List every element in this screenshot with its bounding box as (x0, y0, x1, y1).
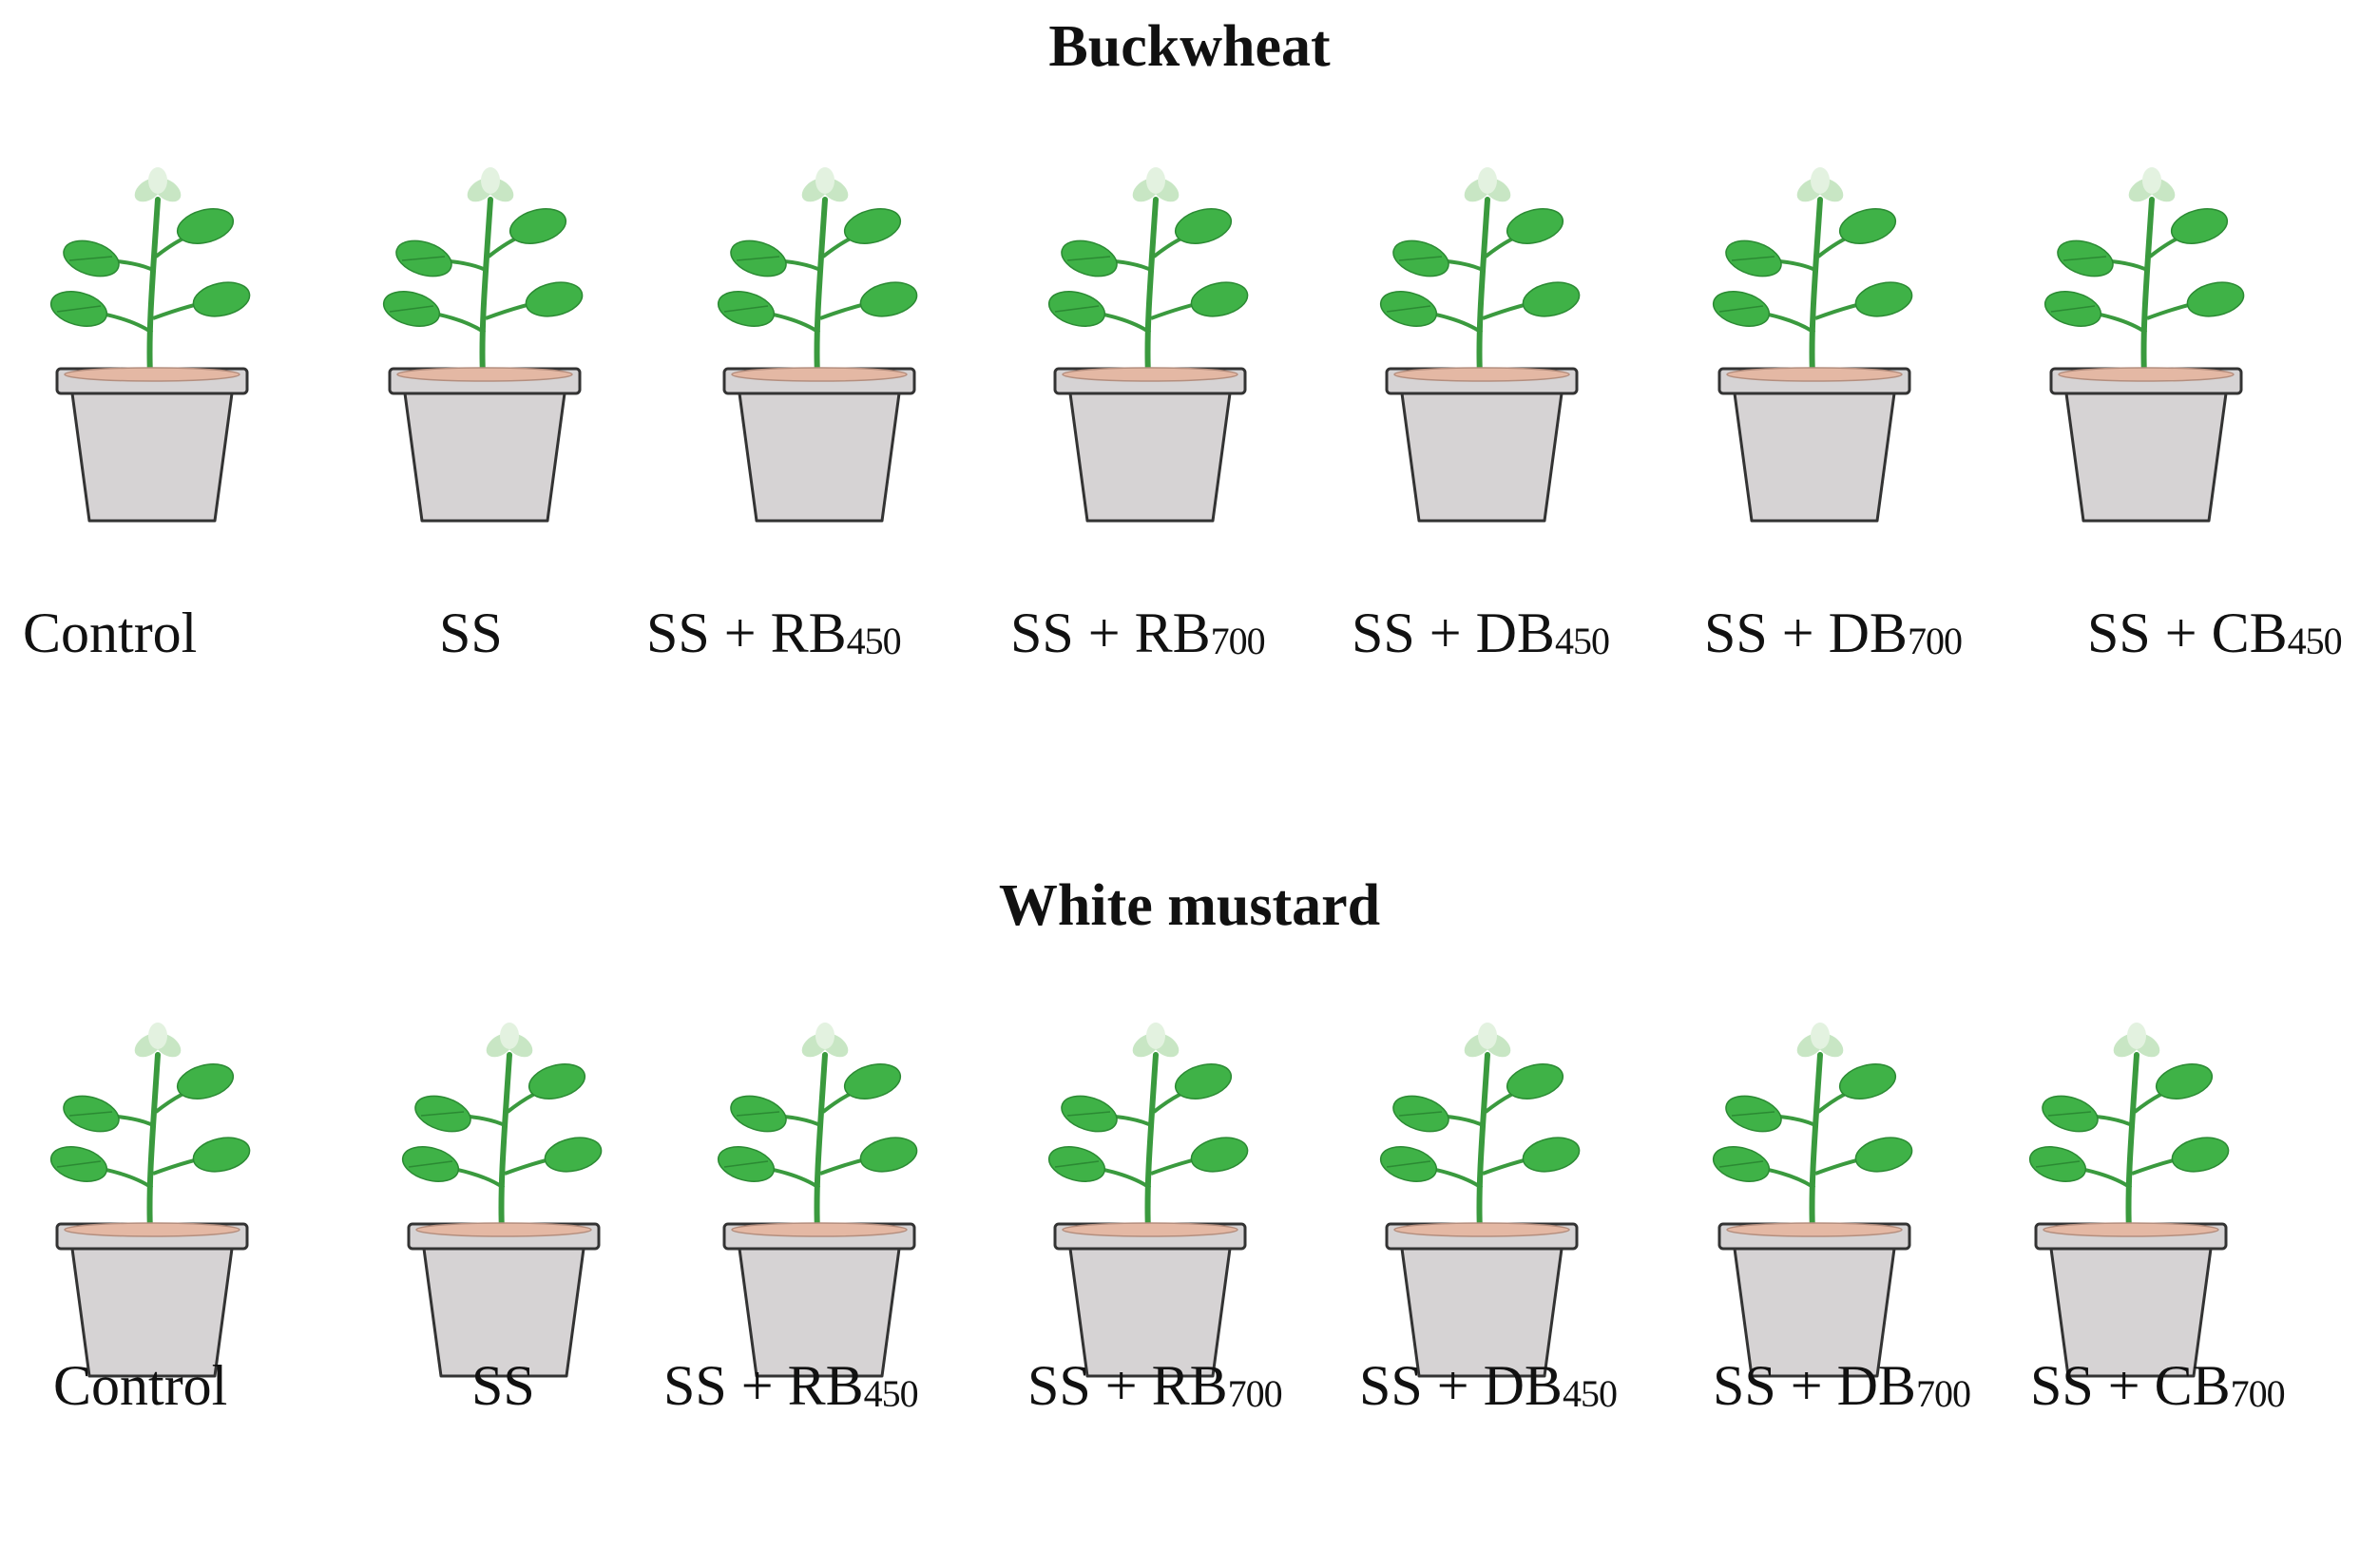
treatment-name: SS + RB (646, 602, 847, 664)
treatment-name: SS + DB (1352, 602, 1555, 664)
treatment-name: Control (23, 602, 198, 664)
treatment-label: SS (471, 1357, 535, 1414)
treatment-temperature: 450 (1562, 1372, 1618, 1415)
treatment-name: SS + CB (2087, 602, 2288, 664)
treatment-name: SS + CB (2030, 1354, 2231, 1417)
potted-plant-icon (1708, 998, 1927, 1397)
treatment-label: SS + DB450 (1359, 1354, 1618, 1417)
treatment-name: SS + RB (663, 1354, 864, 1417)
plant-row: Control SS (0, 143, 2379, 713)
potted-plant-icon (713, 998, 931, 1397)
treatment-name: Control (53, 1354, 228, 1417)
treatment-label: SS + RB700 (1027, 1354, 1283, 1417)
treatment-temperature: 450 (2287, 620, 2343, 662)
treatment-temperature: 700 (1915, 1372, 1971, 1415)
treatment-label: SS + DB700 (1704, 602, 1963, 664)
plant-row: Control SS (0, 998, 2379, 1568)
potted-plant-icon (1044, 143, 1262, 542)
treatment-name: SS (471, 1354, 535, 1417)
potted-plant-icon (378, 143, 597, 542)
treatment-name: SS + DB (1359, 1354, 1563, 1417)
potted-plant-icon (713, 143, 931, 542)
treatment-label: SS + RB700 (1010, 602, 1266, 664)
potted-plant-icon (397, 998, 616, 1397)
treatment-temperature: 450 (1554, 620, 1610, 662)
treatment-temperature: 700 (1227, 1372, 1283, 1415)
treatment-label: SS + DB450 (1352, 602, 1610, 664)
treatment-temperature: 700 (1907, 620, 1963, 662)
treatment-label: SS + CB450 (2087, 602, 2343, 664)
potted-plant-icon (1044, 998, 1262, 1397)
treatment-name: SS (439, 602, 503, 664)
treatment-label: SS + CB700 (2030, 1354, 2286, 1417)
treatment-label: Control (23, 604, 197, 661)
potted-plant-icon (46, 998, 264, 1397)
treatment-name: SS + RB (1027, 1354, 1228, 1417)
potted-plant-icon (46, 143, 264, 542)
treatment-temperature: 700 (1210, 620, 1266, 662)
treatment-name: SS + RB (1010, 602, 1211, 664)
treatment-label: SS + RB450 (646, 602, 902, 664)
treatment-name: SS + DB (1713, 1354, 1916, 1417)
treatment-temperature: 700 (2230, 1372, 2286, 1415)
panel-title: Buckwheat (1048, 14, 1331, 79)
potted-plant-icon (1375, 143, 1594, 542)
potted-plant-icon (1375, 998, 1594, 1397)
treatment-name: SS + DB (1704, 602, 1908, 664)
treatment-temperature: 450 (846, 620, 902, 662)
potted-plant-icon (1708, 143, 1927, 542)
treatment-label: SS (439, 604, 503, 661)
treatment-label: SS + DB700 (1713, 1354, 1971, 1417)
treatment-label: SS + RB450 (663, 1354, 919, 1417)
treatment-temperature: 450 (863, 1372, 919, 1415)
potted-plant-icon (2040, 143, 2258, 542)
treatment-label: Control (53, 1357, 227, 1414)
potted-plant-icon (2024, 998, 2243, 1397)
panel-title: White mustard (998, 873, 1381, 938)
